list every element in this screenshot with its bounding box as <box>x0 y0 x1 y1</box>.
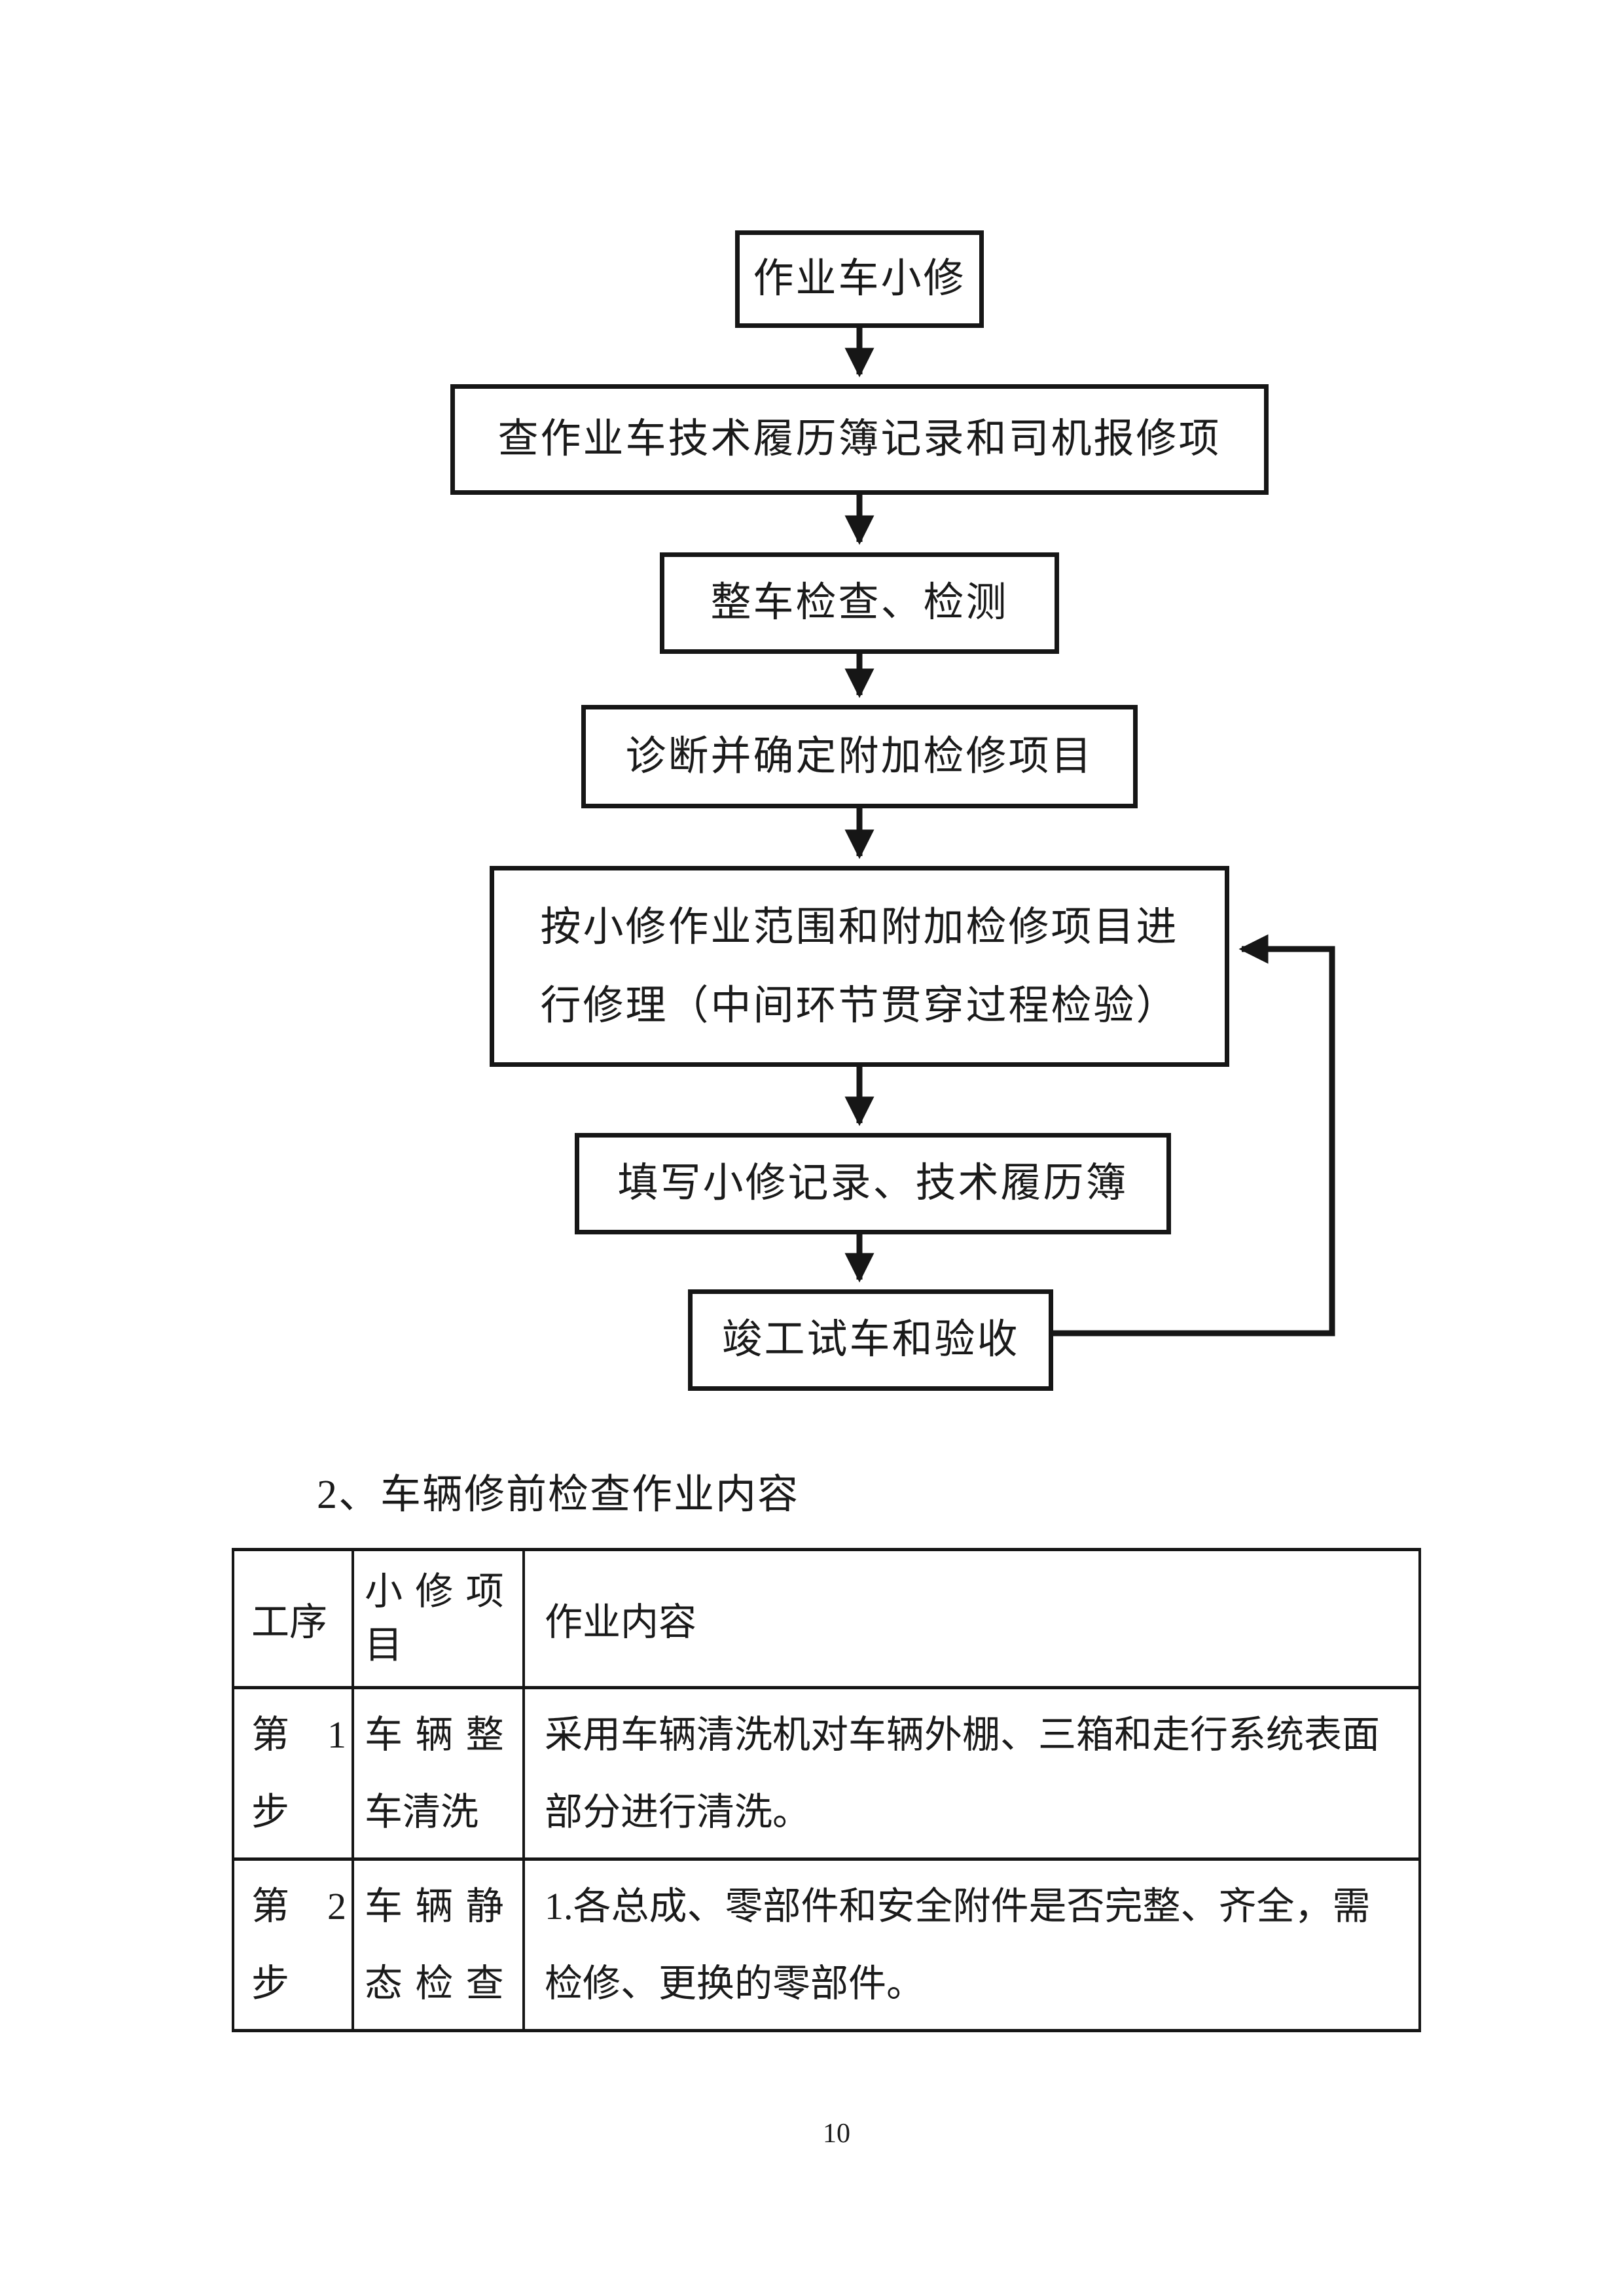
flow-node-start: 作业车小修 <box>735 230 984 328</box>
row-item: 车 辆 整 车清洗 <box>352 1686 525 1861</box>
row-item: 车 辆 静 态 检 查 <box>352 1857 525 2032</box>
row-step: 第 2 步 <box>232 1857 354 2032</box>
table-row: 第 1 步 车 辆 整 车清洗 采用车辆清洗机对车辆外棚、三箱和走行系统表面 部… <box>232 1686 1421 1861</box>
flow-node-check-records: 查作业车技术履历簿记录和司机报修项 <box>450 384 1269 495</box>
row-content: 1.各总成、零部件和安全附件是否完整、齐全，需 检修、更换的零部件。 <box>522 1857 1421 2032</box>
flow-node-fill-record: 填写小修记录、技术履历簿 <box>575 1133 1171 1234</box>
page-number: 10 <box>823 2119 850 2149</box>
row-content: 采用车辆清洗机对车辆外棚、三箱和走行系统表面 部分进行清洗。 <box>522 1686 1421 1861</box>
table-header-row: 工序 小 修 项 目 作业内容 <box>232 1548 1421 1689</box>
table-row: 第 2 步 车 辆 静 态 检 查 1.各总成、零部件和安全附件是否完整、齐全，… <box>232 1857 1421 2032</box>
flow-node-inspect: 整车检查、检测 <box>660 552 1059 654</box>
header-item: 小 修 项 目 <box>352 1548 525 1689</box>
flow-node-final-test: 竣工试车和验收 <box>688 1289 1053 1391</box>
flow-node-diagnose: 诊断并确定附加检修项目 <box>581 705 1138 808</box>
procedure-table: 工序 小 修 项 目 作业内容 第 1 步 车 辆 整 车清洗 采用车辆清洗机对… <box>232 1548 1421 2032</box>
section-heading: 2、车辆修前检查作业内容 <box>317 1473 800 1517</box>
header-step: 工序 <box>232 1548 354 1689</box>
row-step: 第 1 步 <box>232 1686 354 1861</box>
flow-node-repair: 按小修作业范围和附加检修项目进 行修理（中间环节贯穿过程检验） <box>490 866 1229 1067</box>
header-content: 作业内容 <box>522 1548 1421 1689</box>
